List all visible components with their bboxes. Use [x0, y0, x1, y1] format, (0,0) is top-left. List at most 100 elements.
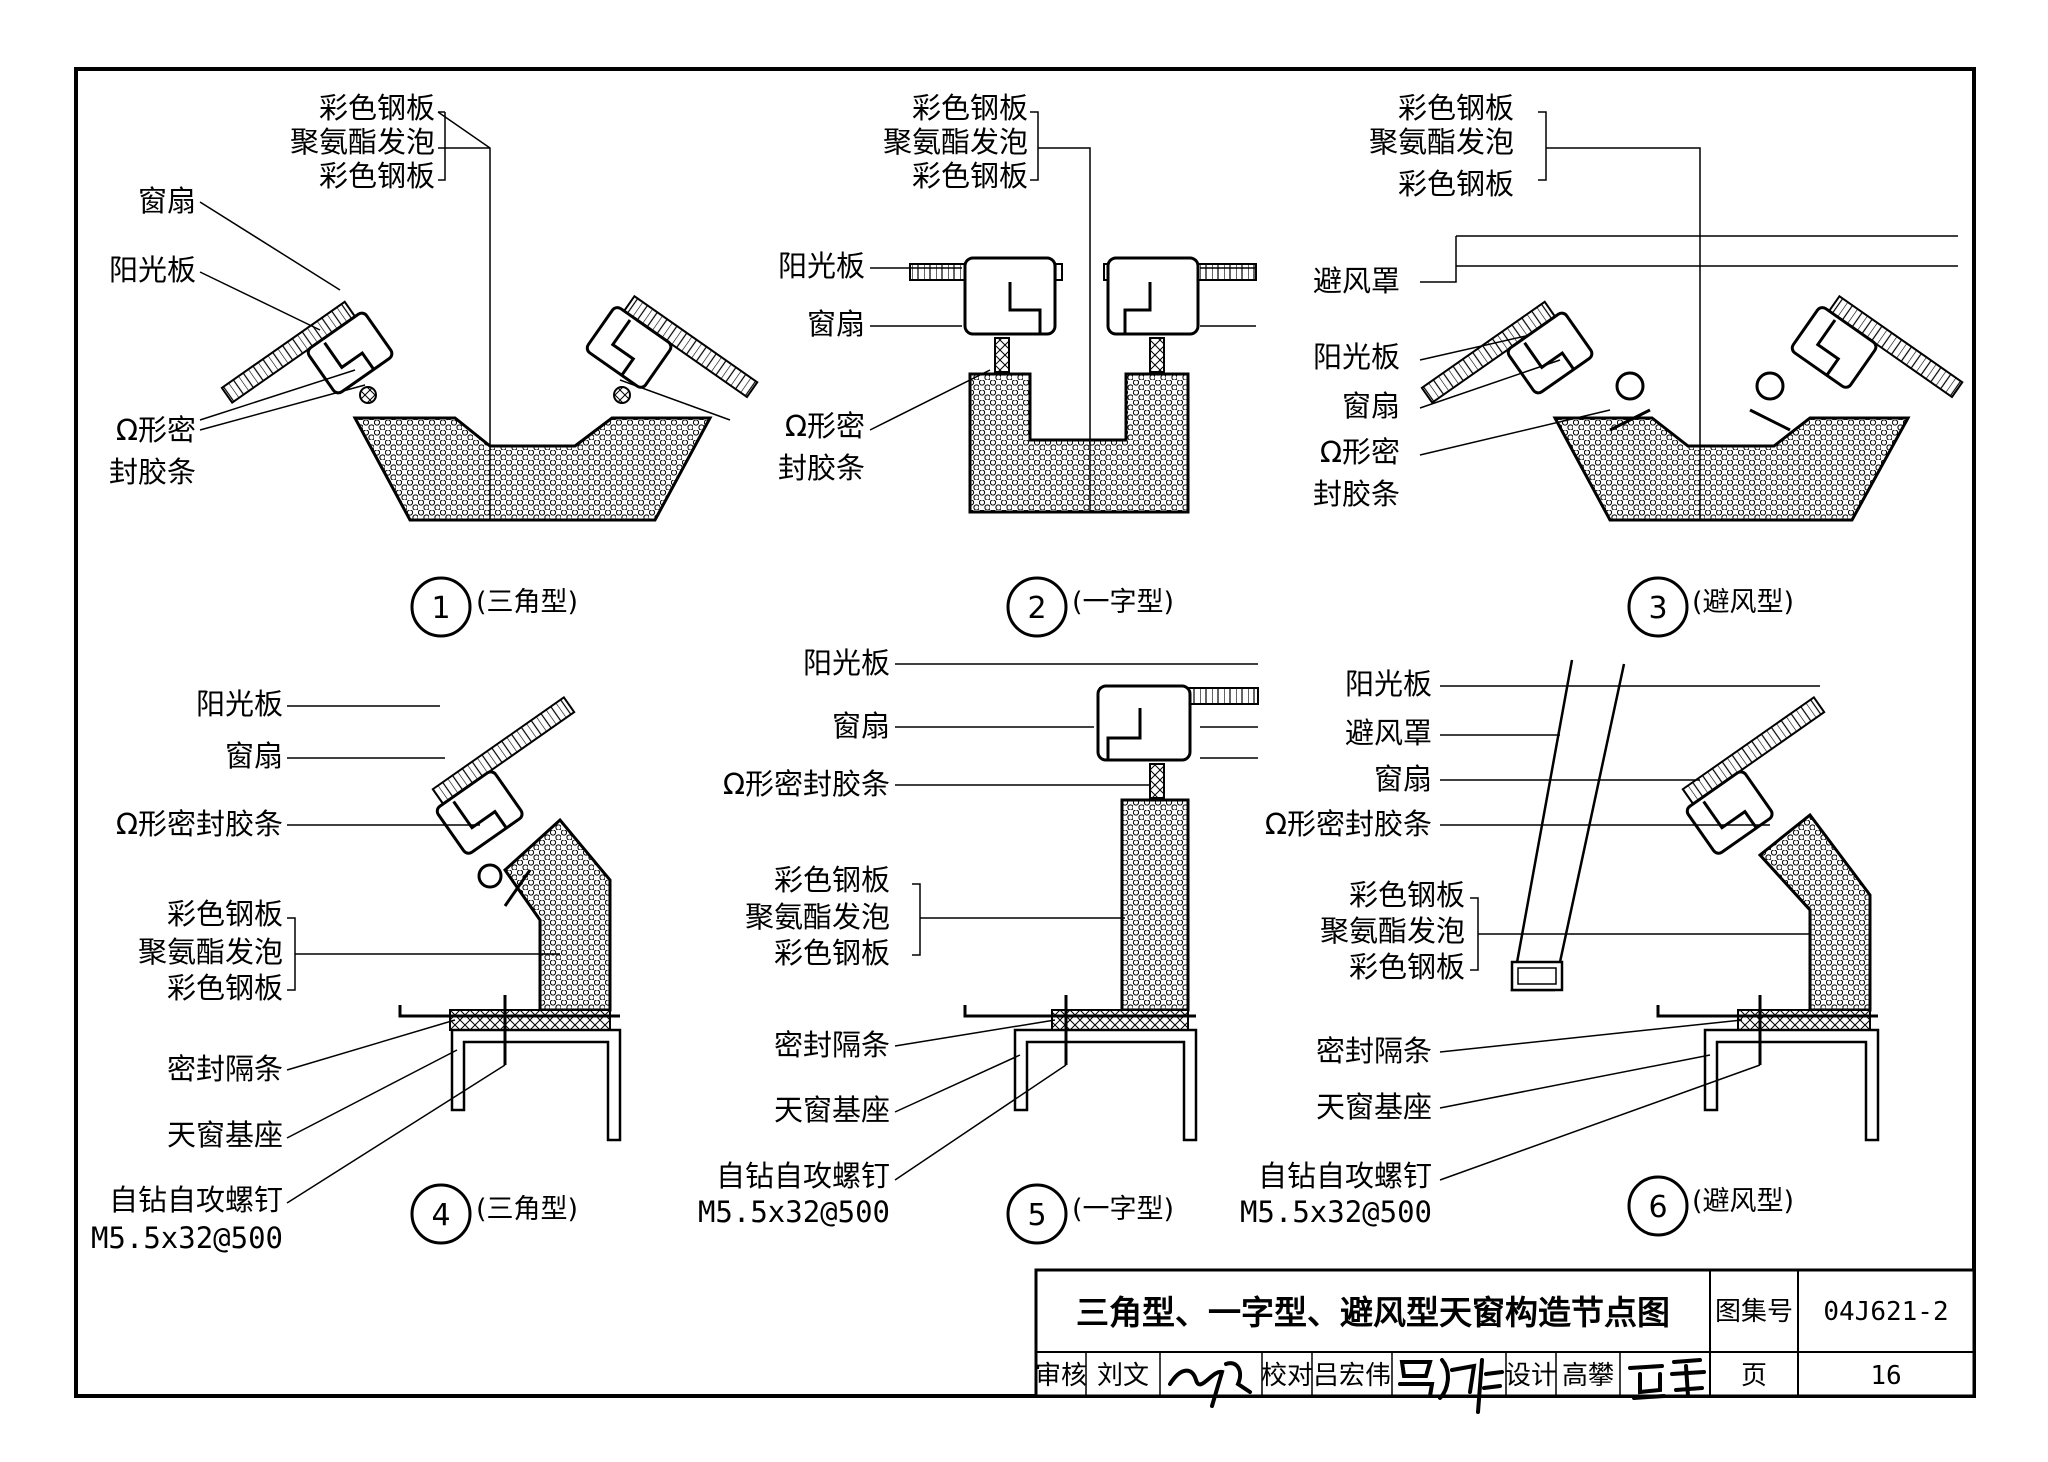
foam-curb — [1552, 416, 1911, 522]
label-steel-bottom: 彩色钢板 — [1398, 167, 1514, 201]
label-screw-spec: M5.5x32@500 — [91, 1221, 283, 1255]
foam-curb — [1120, 798, 1190, 1012]
label-steel-top: 彩色钢板 — [1398, 91, 1514, 125]
label-foam: 聚氨酯发泡 — [745, 900, 890, 934]
label-sash: 窗扇 — [138, 184, 196, 218]
label-omega-2: 封胶条 — [1313, 477, 1400, 511]
sash — [1096, 684, 1192, 762]
detail-6: 阳光板 避风罩 窗扇 Ω形密封胶条 彩色钢板 聚氨酯发泡 彩色钢板 密封隔条 天… — [1240, 659, 1880, 1237]
detail-3: 彩色钢板 聚氨酯发泡 彩色钢板 避风罩 阳光板 窗扇 Ω形密 封胶条 3 (避风… — [1313, 91, 1964, 638]
label-sun-panel: 阳光板 — [803, 646, 890, 680]
detail-type: (一字型) — [1072, 587, 1174, 618]
detail-type: (一字型) — [1072, 1194, 1174, 1225]
label-base: 天窗基座 — [1316, 1090, 1432, 1124]
label-sash: 窗扇 — [832, 709, 890, 743]
detail-5: 阳光板 窗扇 Ω形密封胶条 彩色钢板 聚氨酯发泡 彩色钢板 密封隔条 天窗基座 … — [698, 646, 1259, 1245]
label-base: 天窗基座 — [167, 1118, 283, 1152]
sash-right — [1790, 294, 1964, 399]
title-block: 三角型、一字型、避风型天窗构造节点图 图集号 04J621-2 页 16 审核 … — [1034, 1268, 1976, 1414]
signature-reviewer — [1168, 1361, 1252, 1408]
label-steel-bottom: 彩色钢板 — [1349, 950, 1465, 984]
label-wind-shield: 避风罩 — [1345, 716, 1432, 750]
detail-marker-5 — [1006, 1183, 1068, 1245]
seal-strip — [1737, 1009, 1871, 1031]
label-foam: 聚氨酯发泡 — [883, 125, 1028, 159]
detail-number: 1 — [431, 591, 450, 626]
label-steel-top: 彩色钢板 — [912, 91, 1028, 125]
label-sash: 窗扇 — [807, 307, 865, 341]
detail-number: 4 — [431, 1198, 450, 1233]
detail-marker-1 — [410, 576, 472, 638]
label-omega-1: Ω形密 — [785, 409, 865, 443]
label-sun-panel: 阳光板 — [109, 253, 196, 287]
label-foam: 聚氨酯发泡 — [290, 125, 435, 159]
label-steel-bottom: 彩色钢板 — [167, 971, 283, 1005]
label-seal-strip: 密封隔条 — [774, 1028, 890, 1062]
skylight-base — [1703, 1028, 1880, 1142]
label-foam: 聚氨酯发泡 — [138, 935, 283, 969]
label-steel-top: 彩色钢板 — [1349, 878, 1465, 912]
detail-type: (避风型) — [1692, 1186, 1794, 1217]
design-label: 设计 — [1505, 1361, 1557, 1391]
label-omega-full: Ω形密封胶条 — [723, 767, 890, 801]
skylight-base — [1013, 1028, 1198, 1142]
label-seal-strip: 密封隔条 — [1316, 1034, 1432, 1068]
detail-marker-4 — [410, 1183, 472, 1245]
label-omega-1: Ω形密 — [1320, 435, 1400, 469]
label-omega-1: Ω形密 — [116, 413, 196, 447]
page-label: 页 — [1741, 1361, 1767, 1391]
foam-curb — [1757, 812, 1872, 1012]
label-sash: 窗扇 — [225, 739, 283, 773]
detail-number: 6 — [1648, 1190, 1667, 1225]
detail-type: (三角型) — [476, 587, 578, 618]
label-steel-bottom: 彩色钢板 — [912, 159, 1028, 193]
label-screw: 自钻自攻螺钉 — [716, 1159, 890, 1193]
label-base: 天窗基座 — [774, 1093, 890, 1127]
foam-curb — [968, 372, 1190, 514]
skylight-base — [450, 1028, 622, 1142]
detail-2: 彩色钢板 聚氨酯发泡 彩色钢板 阳光板 窗扇 Ω形密 封胶条 2 (一字型) — [778, 91, 1257, 638]
atlas-number: 04J621-2 — [1823, 1297, 1948, 1327]
label-steel-top: 彩色钢板 — [167, 897, 283, 931]
sheet-border — [74, 67, 1976, 1398]
page-number: 16 — [1870, 1361, 1901, 1391]
detail-marker-3 — [1627, 576, 1689, 638]
label-sash: 窗扇 — [1342, 389, 1400, 423]
detail-marker-6 — [1627, 1175, 1689, 1237]
designer-name: 高攀 — [1562, 1361, 1614, 1391]
detail-number: 2 — [1027, 591, 1046, 626]
label-steel-bottom: 彩色钢板 — [319, 159, 435, 193]
label-sun-panel: 阳光板 — [1345, 667, 1432, 701]
label-omega-2: 封胶条 — [778, 451, 865, 485]
detail-type: (三角型) — [476, 1194, 578, 1225]
atlas-label: 图集号 — [1715, 1297, 1793, 1327]
seal-strip — [449, 1009, 611, 1031]
detail-1: 彩色钢板 聚氨酯发泡 彩色钢板 窗扇 阳光板 Ω形密 封胶条 1 (三角型) — [109, 91, 759, 638]
sash-right — [585, 294, 759, 399]
label-sun-panel: 阳光板 — [1313, 340, 1400, 374]
foam-curb — [352, 416, 713, 522]
label-omega-full: Ω形密封胶条 — [1265, 807, 1432, 841]
checker-name: 吕宏伟 — [1313, 1361, 1391, 1391]
detail-number: 5 — [1027, 1198, 1046, 1233]
sash-right — [1106, 256, 1200, 336]
label-foam: 聚氨酯发泡 — [1369, 125, 1514, 159]
label-screw-spec: M5.5x32@500 — [698, 1195, 890, 1229]
label-steel-top: 彩色钢板 — [774, 863, 890, 897]
signature-checker — [1398, 1358, 1504, 1414]
label-seal-strip: 密封隔条 — [167, 1052, 283, 1086]
label-screw: 自钻自攻螺钉 — [109, 1183, 283, 1217]
label-sash: 窗扇 — [1374, 762, 1432, 796]
sash-left — [220, 300, 394, 405]
detail-type: (避风型) — [1692, 587, 1794, 618]
label-steel-top: 彩色钢板 — [319, 91, 435, 125]
label-omega-full: Ω形密封胶条 — [116, 807, 283, 841]
label-omega-2: 封胶条 — [109, 455, 196, 489]
label-screw: 自钻自攻螺钉 — [1258, 1159, 1432, 1193]
review-label: 审核 — [1035, 1361, 1087, 1391]
label-screw-spec: M5.5x32@500 — [1240, 1195, 1432, 1229]
foam-curb — [503, 817, 612, 1012]
reviewer-name: 刘文 — [1097, 1361, 1149, 1391]
